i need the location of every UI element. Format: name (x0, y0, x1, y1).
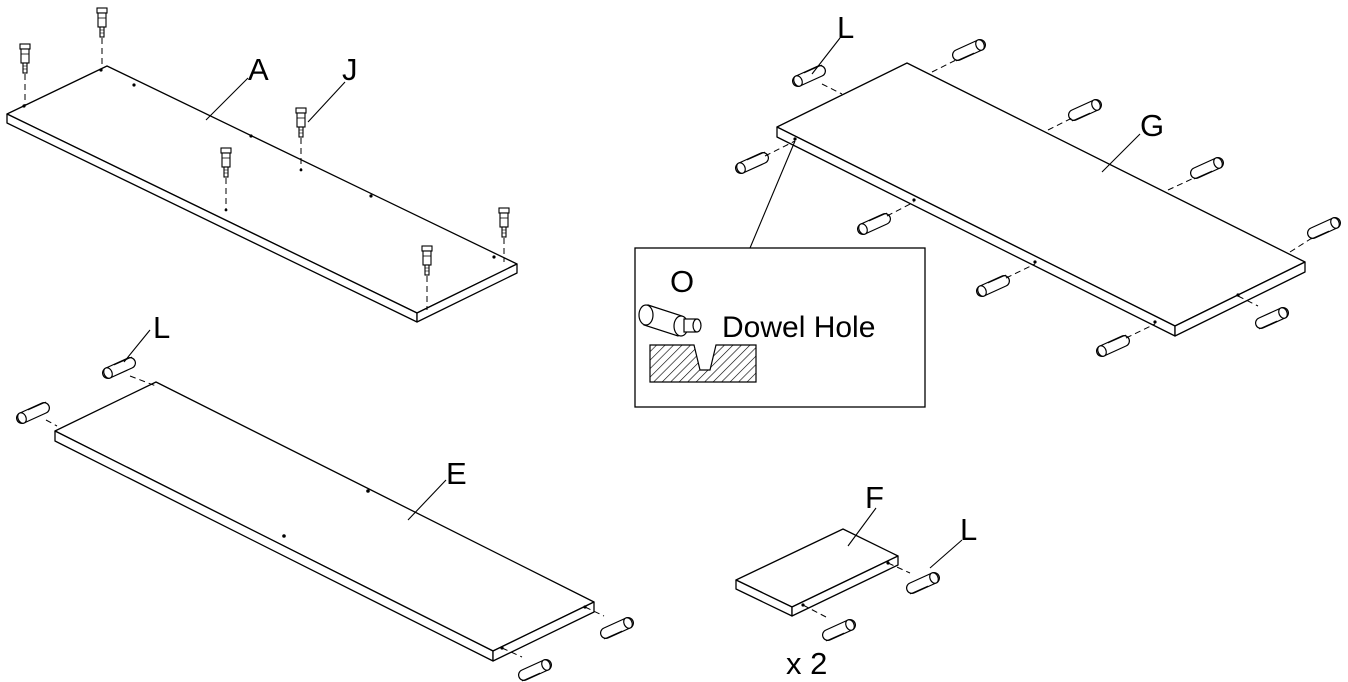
label-l-e: L (153, 310, 170, 345)
label-a: A (248, 52, 269, 87)
inset-part-label: O (670, 264, 694, 299)
inset-caption: Dowel Hole (722, 311, 875, 344)
panel-e: L E (15, 310, 635, 682)
panel-g: L G (734, 10, 1342, 359)
label-l-g: L (837, 10, 854, 45)
dowel-l-e (15, 356, 635, 682)
hatched-section-icon (649, 344, 757, 383)
dowel-l-f (802, 562, 941, 642)
dowel-hole-inset: O Dowel Hole (634, 247, 926, 408)
label-f: F (865, 480, 884, 515)
label-j: J (342, 52, 358, 87)
dowel-l-g (734, 37, 1342, 359)
label-e: E (446, 456, 467, 491)
panel-f: F L x 2 (735, 480, 977, 681)
panel-a: A J (6, 7, 518, 323)
label-g: G (1140, 108, 1164, 143)
quantity-label: x 2 (786, 646, 827, 681)
label-l-f: L (960, 512, 977, 547)
dowel-icon (638, 304, 702, 337)
cam-bolt-j (19, 7, 510, 310)
